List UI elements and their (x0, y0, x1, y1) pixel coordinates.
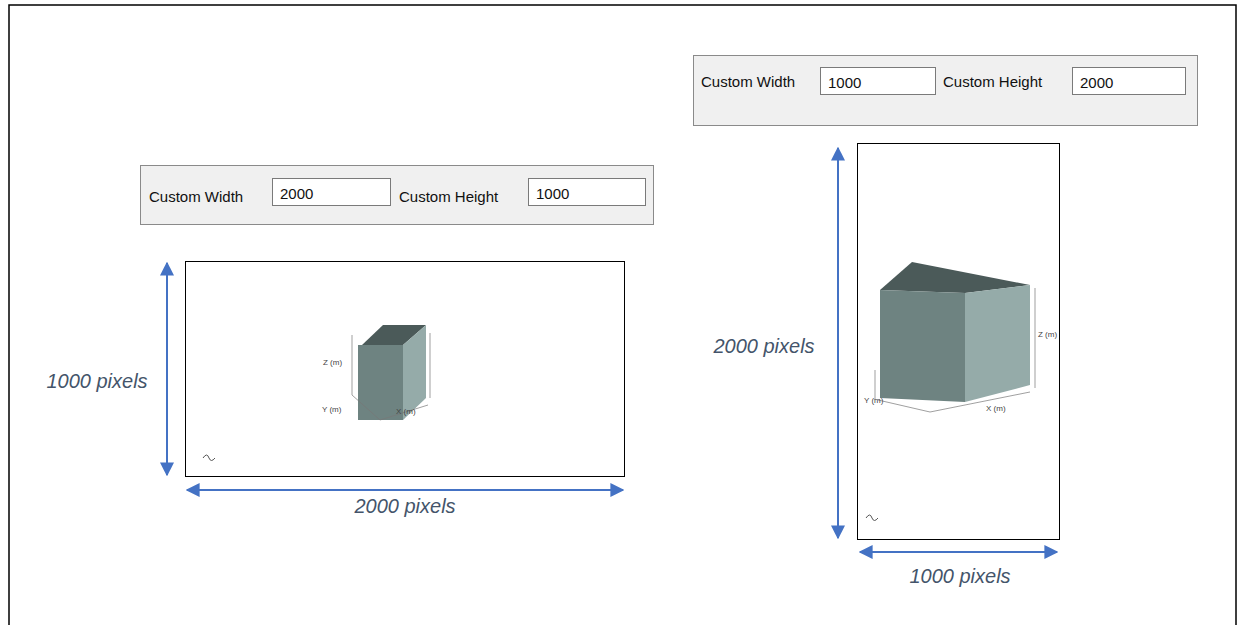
axis-label: Y (m) (322, 405, 341, 414)
field-label: Custom Width (149, 188, 243, 205)
dimension-label: 2000 pixels (354, 495, 455, 518)
axis-label: X (m) (396, 407, 416, 416)
cube-large (866, 262, 1035, 521)
field-label: Custom Height (943, 73, 1042, 90)
cube-small (203, 325, 430, 461)
dimension-label: 2000 pixels (713, 335, 814, 358)
axis-label: Z (m) (1038, 330, 1057, 339)
settings-panel: Custom Width Custom Height 1000 2000 (693, 55, 1198, 126)
render-window: Z (m) Y (m) X (m) (185, 261, 625, 477)
field-value: 2000 (1080, 74, 1113, 91)
settings-panel: Custom Width Custom Height 2000 1000 (140, 165, 654, 225)
dimension-label: 1000 pixels (909, 565, 1010, 588)
width-field: 2000 (272, 178, 391, 206)
field-value: 2000 (280, 185, 313, 202)
dimension-label: 1000 pixels (46, 370, 147, 393)
axis-label: X (m) (986, 404, 1006, 413)
width-field: 1000 (820, 67, 936, 95)
axis-label: Z (m) (323, 358, 342, 367)
render-window: Z (m) Y (m) X (m) (857, 143, 1060, 540)
frame (9, 5, 1236, 625)
axis-label: Y (m) (864, 396, 883, 405)
field-label: Custom Width (701, 73, 795, 90)
field-label: Custom Height (399, 188, 498, 205)
field-value: 1000 (536, 185, 569, 202)
field-value: 1000 (828, 74, 861, 91)
height-field: 1000 (528, 178, 646, 206)
height-field: 2000 (1072, 67, 1186, 95)
